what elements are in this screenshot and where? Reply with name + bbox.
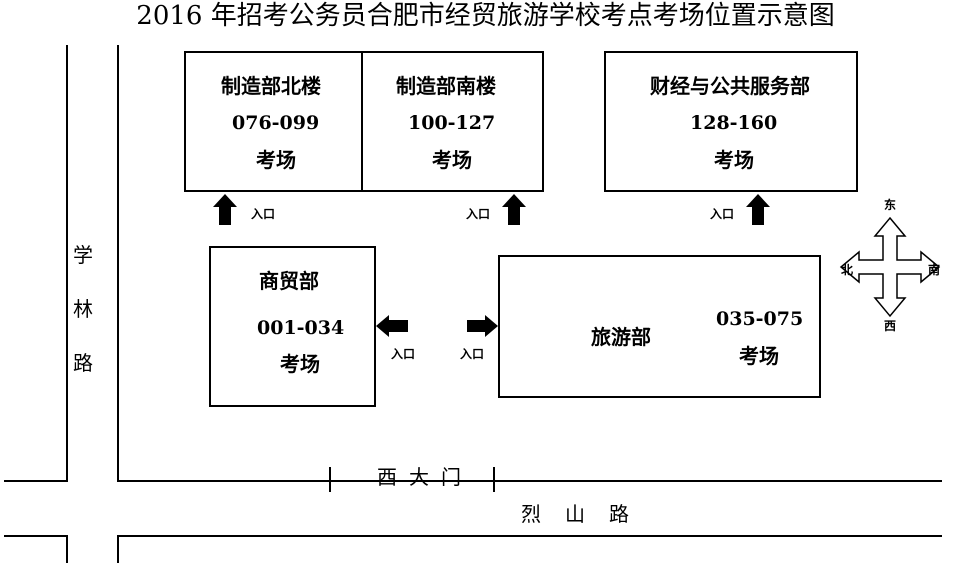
lieshan-road-edge-top-left bbox=[4, 480, 68, 482]
south-building-range: 100-127 bbox=[408, 112, 496, 134]
commerce-building-range: 001-034 bbox=[257, 317, 345, 339]
lieshan-road-edge-top-right bbox=[117, 480, 942, 482]
xuelin-road-char-1: 学 bbox=[73, 243, 101, 267]
finance-building-name: 财经与公共服务部 bbox=[650, 74, 810, 98]
tourism-entrance-arrow bbox=[467, 315, 498, 337]
xuelin-road-edge-left bbox=[66, 45, 68, 482]
finance-building bbox=[604, 51, 858, 192]
compass-icon bbox=[839, 216, 941, 318]
compass-west-label: 西 bbox=[884, 319, 897, 333]
tourism-building bbox=[498, 255, 821, 398]
xuelin-road-char-2: 林 bbox=[73, 297, 101, 321]
north-building-room: 考场 bbox=[256, 148, 296, 172]
commerce-building-name: 商贸部 bbox=[259, 269, 319, 293]
tourism-building-room: 考场 bbox=[739, 344, 779, 368]
tourism-building-range: 035-075 bbox=[716, 308, 804, 330]
compass-north-label: 北 bbox=[841, 263, 854, 277]
north-building-range: 076-099 bbox=[232, 112, 320, 134]
commerce-entrance-arrow bbox=[376, 315, 408, 337]
south-building-entrance-arrow bbox=[502, 194, 526, 225]
xuelin-road-edge-left-lower bbox=[66, 536, 68, 563]
south-building-room: 考场 bbox=[432, 148, 472, 172]
gate-marker-right bbox=[493, 467, 495, 492]
compass-east-label: 东 bbox=[884, 198, 897, 212]
commerce-entrance-label: 入口 bbox=[391, 347, 416, 361]
xuelin-road-edge-right bbox=[117, 45, 119, 482]
map-title: 2016 年招考公务员合肥市经贸旅游学校考点考场位置示意图 bbox=[136, 1, 835, 31]
north-building-entrance-arrow bbox=[213, 194, 237, 225]
finance-building-range: 128-160 bbox=[690, 112, 778, 134]
lieshan-road-label: 烈山路 bbox=[521, 502, 653, 526]
manufacturing-south-building bbox=[361, 51, 544, 192]
gate-marker-left bbox=[329, 467, 331, 492]
lieshan-road-edge-bottom-left bbox=[4, 535, 68, 537]
finance-building-entrance-arrow bbox=[746, 194, 770, 225]
tourism-building-name: 旅游部 bbox=[591, 325, 651, 349]
lieshan-road-edge-bottom-right bbox=[117, 535, 942, 537]
commerce-building bbox=[209, 246, 376, 407]
west-gate-label: 西大门 bbox=[377, 465, 473, 489]
compass-south-label: 南 bbox=[928, 263, 941, 277]
finance-building-room: 考场 bbox=[714, 148, 754, 172]
south-building-name: 制造部南楼 bbox=[396, 74, 496, 98]
finance-building-entrance-label: 入口 bbox=[710, 207, 735, 221]
commerce-building-room: 考场 bbox=[280, 352, 320, 376]
tourism-entrance-label: 入口 bbox=[460, 347, 485, 361]
xuelin-road-edge-right-lower bbox=[117, 536, 119, 563]
xuelin-road-char-3: 路 bbox=[73, 351, 101, 375]
north-building-name: 制造部北楼 bbox=[221, 74, 321, 98]
north-building-entrance-label: 入口 bbox=[251, 207, 276, 221]
south-building-entrance-label: 入口 bbox=[466, 207, 491, 221]
